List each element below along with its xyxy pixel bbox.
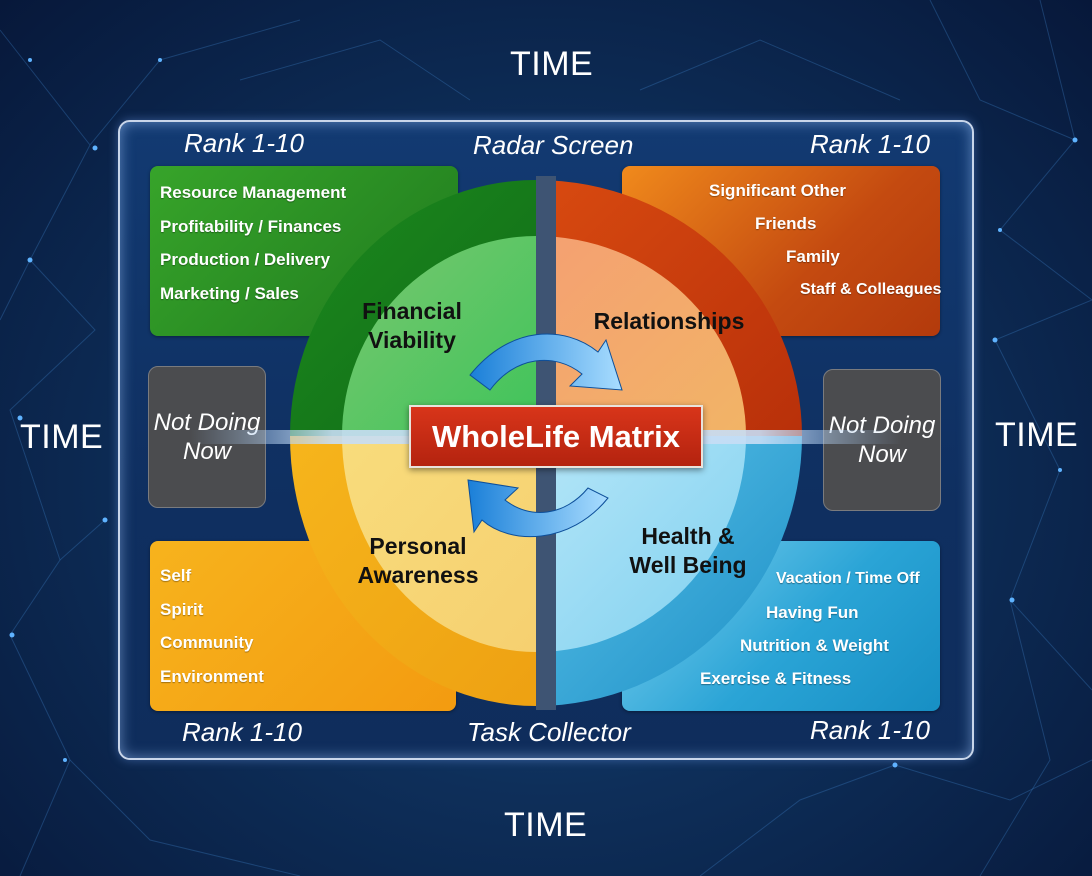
financial-item: Production / Delivery (160, 250, 331, 269)
rank-top-left: Rank 1-10 (184, 128, 304, 158)
personal-item: Environment (160, 666, 264, 686)
cycle-arrow-bottom-icon (467, 479, 609, 537)
relationships-label: Relationships (593, 308, 745, 334)
time-label-right: TIME (995, 416, 1079, 454)
health-item: Exercise & Fitness (700, 669, 852, 688)
time-label-left: TIME (20, 418, 104, 456)
personal-item: Self (160, 566, 192, 585)
rank-top-right: Rank 1-10 (810, 129, 930, 159)
task-collector-caption: Task Collector (467, 717, 631, 747)
rank-bottom-left: Rank 1-10 (182, 717, 302, 747)
relationships-item: Significant Other (709, 181, 846, 200)
personal-item: Spirit (160, 599, 204, 619)
health-item: Nutrition & Weight (740, 636, 889, 655)
health-well-being-label: Health &Well Being (629, 523, 747, 578)
radar-screen-caption: Radar Screen (473, 130, 634, 160)
financial-item: Resource Management (160, 183, 347, 202)
relationships-item: Staff & Colleagues (800, 281, 942, 298)
personal-item: Community (160, 633, 254, 652)
wholelife-matrix-title: WholeLife Matrix (409, 405, 703, 468)
financial-item: Profitability / Finances (160, 216, 342, 236)
relationships-item: Family (786, 247, 840, 266)
time-label-bottom: TIME (504, 806, 588, 844)
relationships-item: Friends (755, 214, 817, 233)
health-item: Having Fun (766, 603, 859, 622)
time-label-top: TIME (510, 45, 594, 83)
cycle-arrow-top-icon (469, 333, 623, 391)
financial-item: Marketing / Sales (160, 283, 299, 303)
health-item: Vacation / Time Off (776, 570, 920, 587)
rank-bottom-right: Rank 1-10 (810, 715, 930, 745)
